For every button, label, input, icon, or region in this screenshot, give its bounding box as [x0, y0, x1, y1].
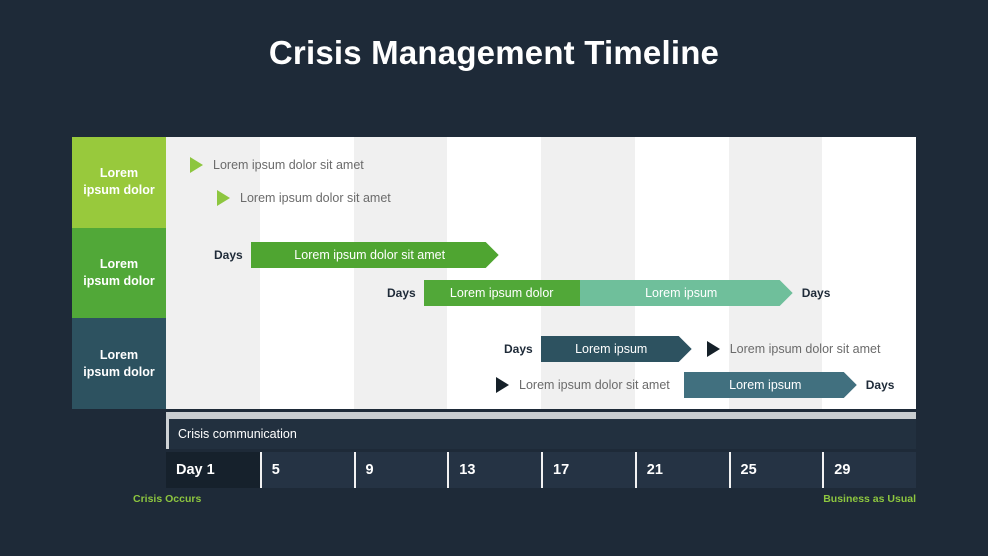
milestone-2[interactable]: Lorem ipsum dolor sit amet: [217, 185, 391, 211]
annotation-crisis-occurs: Crisis Occurs: [133, 493, 202, 505]
category-cell-0[interactable]: Lorem ipsum dolor: [72, 137, 166, 228]
stripe-1: [259, 137, 354, 409]
milestone-3-label: Lorem ipsum dolor sit amet: [729, 342, 881, 356]
task-bar-4-group[interactable]: Lorem ipsum dolor sit amet Lorem ipsum D…: [496, 372, 894, 398]
task-bar-3-group[interactable]: Days Lorem ipsum Lorem ipsum dolor sit a…: [504, 336, 880, 362]
category-cell-2[interactable]: Lorem ipsum dolor: [72, 318, 166, 410]
axis-tick-7[interactable]: 29: [822, 452, 916, 488]
axis-tick-4[interactable]: 17: [541, 452, 635, 488]
task-bar-3-label: Lorem ipsum: [541, 336, 692, 362]
days-label-right-2: Days: [801, 286, 831, 300]
play-triangle-icon: [496, 377, 509, 393]
axis-tick-6[interactable]: 25: [728, 452, 823, 488]
days-label-left-2: Days: [387, 286, 416, 300]
axis-ticks: Day 1 5 9 13 17 21 25 29: [166, 452, 916, 488]
category-label-0-line2: ipsum dolor: [83, 183, 155, 198]
stripe-4: [541, 137, 635, 409]
milestone-2-label: Lorem ipsum dolor sit amet: [240, 191, 391, 205]
axis-tick-1[interactable]: 5: [259, 452, 354, 488]
task-bar-4-label: Lorem ipsum: [684, 372, 857, 398]
task-bar-2b-label: Lorem ipsum: [580, 280, 793, 306]
play-triangle-icon: [706, 341, 720, 357]
stripe-0: [166, 137, 260, 409]
task-bar-4[interactable]: Lorem ipsum: [684, 372, 857, 398]
stripe-5: [634, 137, 729, 409]
category-column: Lorem ipsum dolor Lorem ipsum dolor Lore…: [72, 137, 166, 410]
axis-tick-5[interactable]: 21: [634, 452, 729, 488]
play-triangle-icon: [190, 157, 203, 173]
axis-tick-2[interactable]: 9: [353, 452, 448, 488]
plot-area: Lorem ipsum dolor sit amet Lorem ipsum d…: [166, 137, 916, 409]
task-bar-3[interactable]: Lorem ipsum: [541, 336, 692, 362]
days-label-left-1: Days: [214, 248, 243, 262]
stripe-7: [822, 137, 916, 409]
days-label-right-4: Days: [865, 378, 895, 392]
timeline-axis-area: Crisis communication Day 1 5 9 13 17 21 …: [166, 412, 916, 488]
gantt-chart: Lorem ipsum dolor Lorem ipsum dolor Lore…: [72, 137, 916, 410]
category-label-2-line1: Lorem: [99, 347, 139, 362]
task-bar-1[interactable]: Lorem ipsum dolor sit amet: [251, 242, 499, 268]
stripe-3: [447, 137, 541, 409]
crisis-communication-label: Crisis communication: [178, 427, 297, 441]
page-title: Crisis Management Timeline: [268, 34, 720, 71]
play-triangle-icon: [217, 190, 230, 206]
category-label-1-line1: Lorem: [99, 257, 139, 272]
crisis-communication-band[interactable]: Crisis communication: [166, 419, 916, 449]
task-bar-2[interactable]: Lorem ipsum dolor Lorem ipsum: [423, 280, 793, 306]
task-bar-1-group[interactable]: Days Lorem ipsum dolor sit amet: [214, 242, 499, 268]
category-cell-1[interactable]: Lorem ipsum dolor: [72, 227, 166, 319]
days-label-left-3: Days: [504, 342, 533, 356]
bars-layer: Lorem ipsum dolor sit amet Lorem ipsum d…: [166, 137, 916, 409]
category-label-1-line2: ipsum dolor: [83, 274, 155, 288]
milestone-1-label: Lorem ipsum dolor sit amet: [213, 158, 364, 172]
stripe-6: [728, 137, 823, 409]
task-bar-1-label: Lorem ipsum dolor sit amet: [251, 242, 499, 268]
milestone-1[interactable]: Lorem ipsum dolor sit amet: [190, 152, 364, 178]
stripe-2: [353, 137, 448, 409]
axis-top-rail: [166, 412, 916, 419]
annotation-business-as-usual: Business as Usual: [823, 493, 916, 505]
axis-tick-3[interactable]: 13: [447, 452, 541, 488]
category-label-2-line2: ipsum dolor: [83, 364, 155, 379]
task-bar-2-group[interactable]: Days Lorem ipsum dolor Lorem ipsum Days: [387, 280, 830, 306]
milestone-4-label: Lorem ipsum dolor sit amet: [519, 378, 670, 392]
column-stripes: [166, 137, 916, 409]
category-label-0-line1: Lorem: [99, 166, 139, 181]
task-bar-2a-label: Lorem ipsum dolor: [423, 280, 580, 306]
axis-tick-0[interactable]: Day 1: [166, 452, 260, 488]
